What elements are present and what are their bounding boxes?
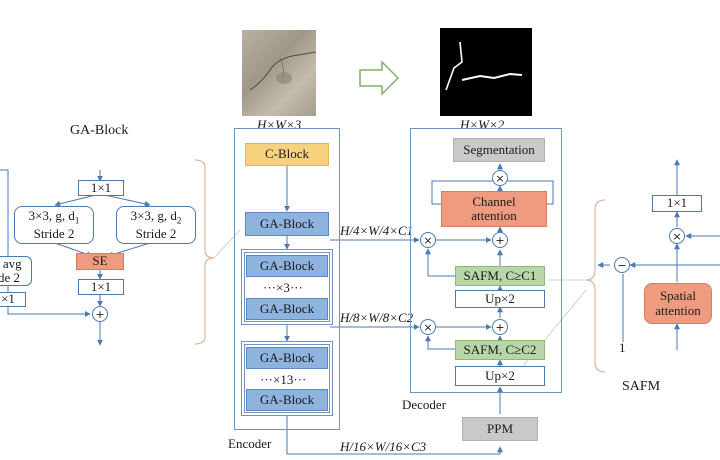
ga-block-title: GA-Block bbox=[70, 123, 129, 138]
ga-group-x13-top-label: GA-Block bbox=[259, 349, 315, 365]
safm-c2-label: SAFM, C≥C2 bbox=[463, 341, 537, 357]
ga-side-conv-label: ×1 bbox=[1, 291, 15, 307]
spatial-attention-box: Spatial attention bbox=[644, 283, 712, 324]
ppm-box: PPM bbox=[462, 417, 538, 441]
safm-c1-label: SAFM, C≥C1 bbox=[463, 267, 537, 283]
skip-c1-label: H/4×W/4×C1 bbox=[340, 223, 414, 238]
input-size-label: H×W×3 bbox=[257, 117, 302, 132]
channel-attention-label: Channel attention bbox=[471, 193, 517, 223]
skip-c3-label: H/16×W/16×C3 bbox=[340, 439, 427, 454]
c-block-label: C-Block bbox=[264, 146, 310, 162]
decoder-multiply-c1: × bbox=[420, 232, 436, 248]
encoder-label: Encoder bbox=[228, 436, 272, 451]
ga-branch-left-sub: 1 bbox=[74, 215, 80, 226]
ga-branch-right-sub: 2 bbox=[176, 215, 182, 226]
ga-group-x13-top: GA-Block bbox=[246, 347, 328, 369]
decoder-add-c2: + bbox=[492, 319, 508, 335]
ppm-label: PPM bbox=[486, 420, 514, 436]
safm-c1-box: SAFM, C≥C1 bbox=[455, 266, 545, 286]
ga-group-x3-repeat: ···×3··· bbox=[263, 280, 303, 295]
encoder-frame bbox=[234, 128, 340, 430]
skip-c2-label: H/8×W/8×C2 bbox=[340, 310, 414, 325]
safm-minus-node: − bbox=[614, 257, 630, 273]
safm-title: SAFM bbox=[622, 379, 661, 394]
ga-conv2-box: 1×1 bbox=[78, 279, 124, 295]
ga-branch-left-line2: Stride 2 bbox=[33, 225, 75, 241]
ga-conv1-label: 1×1 bbox=[90, 179, 112, 195]
upsample-2-label: Up×2 bbox=[485, 367, 515, 383]
ga-group-x13-bottom-label: GA-Block bbox=[259, 391, 315, 407]
ga-group-x13-repeat: ···×13··· bbox=[260, 372, 307, 387]
upsample-1-label: Up×2 bbox=[485, 290, 515, 306]
segmentation-label: Segmentation bbox=[463, 141, 535, 157]
safm-one-label: 1 bbox=[619, 340, 626, 355]
ga-branch-left-box: 3×3, g, d1 Stride 2 bbox=[14, 206, 94, 244]
input-crack-image bbox=[242, 30, 316, 116]
safm-multiply-node: × bbox=[669, 228, 685, 244]
ga-group-x13 bbox=[241, 341, 333, 416]
output-mask-image bbox=[440, 28, 532, 116]
spatial-attention-label: Spatial attention bbox=[655, 288, 701, 318]
ga-add-node: + bbox=[92, 306, 108, 322]
decoder-label: Decoder bbox=[402, 397, 447, 412]
ga-group-x3-top-label: GA-Block bbox=[259, 257, 315, 273]
decoder-multiply-c2: × bbox=[420, 319, 436, 335]
ga-group-x13-bottom: GA-Block bbox=[246, 389, 328, 411]
ga-group-x3-bottom: GA-Block bbox=[246, 298, 328, 320]
ga-side-branch-box: , avg de 2 bbox=[0, 256, 32, 286]
ga-group-x3-bottom-label: GA-Block bbox=[259, 300, 315, 316]
ga-branch-right-box: 3×3, g, d2 Stride 2 bbox=[116, 206, 196, 244]
ga-group-x3-top: GA-Block bbox=[246, 255, 328, 277]
ga-side-line1: , avg bbox=[0, 255, 22, 271]
safm-conv-box: 1×1 bbox=[652, 195, 702, 212]
decoder-add-c1: + bbox=[492, 232, 508, 248]
ga-conv1-box: 1×1 bbox=[78, 180, 124, 196]
ga-group-x3 bbox=[241, 249, 333, 325]
ga-se-label: SE bbox=[92, 253, 108, 269]
ga-conv2-label: 1×1 bbox=[90, 278, 112, 294]
output-size-label: H×W×2 bbox=[460, 117, 505, 132]
c-block: C-Block bbox=[245, 143, 329, 166]
channel-attention-box: Channel attention bbox=[441, 191, 547, 227]
segmentation-box: Segmentation bbox=[453, 138, 545, 162]
decoder-multiply-top: × bbox=[492, 170, 508, 186]
ga-se-box: SE bbox=[76, 253, 124, 270]
safm-c2-box: SAFM, C≥C2 bbox=[455, 340, 545, 360]
ga-branch-right-line1: 3×3, g, d bbox=[130, 208, 177, 224]
ga-side-line2: de 2 bbox=[0, 270, 21, 285]
ga-branch-left-line1: 3×3, g, d bbox=[28, 208, 75, 224]
encoder-ga-block: GA-Block bbox=[245, 212, 329, 236]
encoder-ga-block-label: GA-Block bbox=[259, 215, 315, 231]
safm-conv-label: 1×1 bbox=[666, 195, 688, 211]
ga-branch-right-line2: Stride 2 bbox=[135, 225, 177, 241]
decoder-frame bbox=[410, 128, 562, 393]
ga-side-conv-box: ×1 bbox=[0, 292, 26, 307]
upsample-2-box: Up×2 bbox=[455, 366, 545, 386]
upsample-1-box: Up×2 bbox=[455, 290, 545, 308]
